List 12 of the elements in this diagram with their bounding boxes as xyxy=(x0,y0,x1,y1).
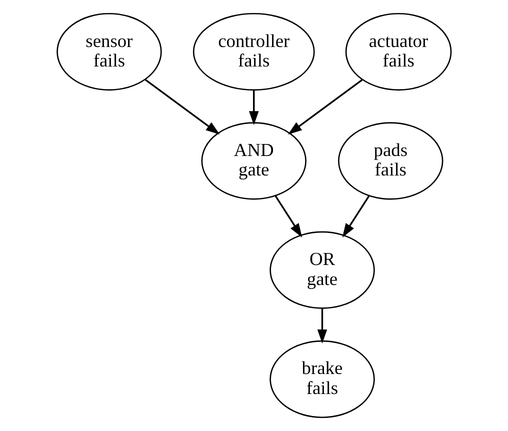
node-ellipse: pads fails xyxy=(338,122,444,200)
arrow xyxy=(248,90,259,126)
node-ellipse: sensor fails xyxy=(56,12,162,91)
node-ellipse: OR gate xyxy=(270,231,375,309)
arrow xyxy=(144,79,220,135)
arrow xyxy=(288,79,363,135)
node-ellipse: brake fails xyxy=(270,340,375,418)
node-ellipse: controller fails xyxy=(192,12,315,91)
node-ellipse: actuator fails xyxy=(345,12,452,91)
arrow xyxy=(317,308,328,344)
arrow xyxy=(274,195,302,238)
arrow xyxy=(342,195,370,238)
